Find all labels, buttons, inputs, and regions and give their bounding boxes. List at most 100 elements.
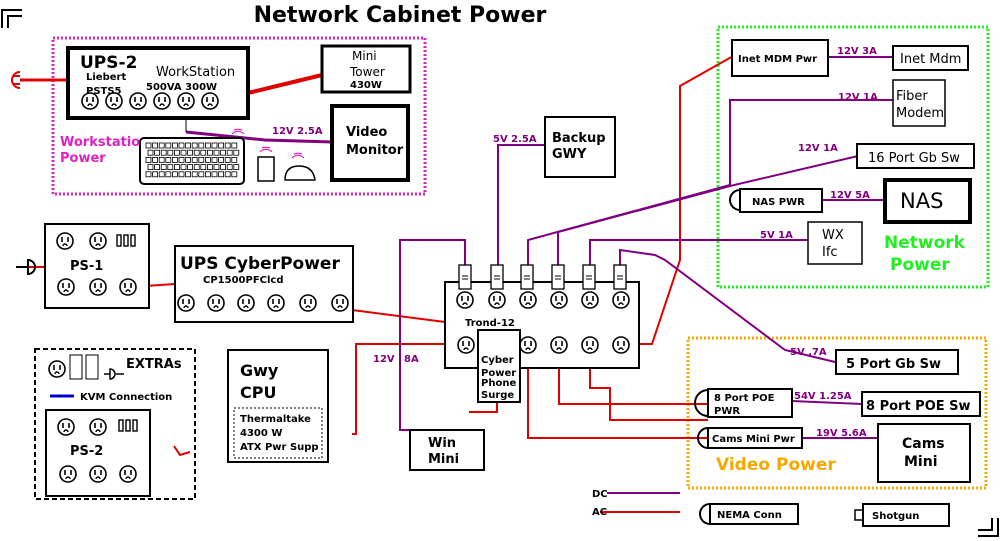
wx-feed-label: 5V 1A: [760, 230, 793, 241]
outlet-icon: [48, 360, 66, 378]
workstation-power-label-2: Power: [60, 151, 106, 166]
gb5-feed-label: 5V .7A: [790, 347, 827, 358]
extras-title: EXTRAs: [126, 357, 182, 372]
fiber-feed-label: 12V 1A: [838, 92, 878, 103]
outlet-icon: [299, 294, 317, 312]
nema-conn-label: NEMA Conn: [717, 510, 782, 521]
win-mini-label: Win: [428, 436, 456, 451]
outlet-icon: [119, 278, 137, 296]
outlet-icon: [550, 336, 568, 354]
inet-mdm: Inet Mdm: [892, 45, 969, 71]
outlet-icon: [457, 336, 475, 354]
5-port-gb-switch: 5 Port Gb Sw: [835, 349, 959, 375]
mini-tower: Mini Tower 430W: [320, 44, 412, 94]
ups-2-rating: 500VA 300W: [146, 82, 217, 93]
16-port-gb-switch-label: 16 Port Gb Sw: [868, 151, 960, 166]
nas-label: NAS: [900, 189, 943, 213]
video-power-group: [686, 336, 988, 490]
surge-label: Cyber: [481, 355, 514, 366]
dc-plug-icon: [16, 258, 36, 276]
nas-pwr-label: NAS PWR: [752, 197, 805, 208]
legend-dc-label: DC: [592, 489, 608, 500]
outlet-icon: [129, 92, 147, 110]
16-port-gb-switch: 16 Port Gb Sw: [856, 143, 975, 169]
mini-tower-label: Mini: [352, 49, 377, 63]
monitor-feed-label: 12V 2.5A: [272, 126, 323, 137]
dc-adapters: [458, 264, 627, 290]
wx-ifc-label: WX: [822, 228, 844, 243]
wx-ifc-label-2: Ifc: [822, 245, 838, 260]
video-power-label: Video Power: [716, 455, 836, 475]
fiber-modem-label: Fiber: [896, 89, 928, 104]
trond-12-power-strip: Trond-12 Cyber Power Phone Surge: [444, 264, 640, 403]
ups-2-label: WorkStation: [156, 65, 235, 80]
backup-gwy: Backup GWY: [544, 116, 616, 178]
inet-mdm-pwr: Inet MDM Pwr: [731, 39, 829, 77]
cams-mini-label-2: Mini: [904, 454, 938, 470]
ups-2-model-2: PSTS5: [86, 86, 122, 97]
outlet-icon: [81, 92, 99, 110]
fiber-modem-label-2: Modem: [896, 106, 944, 121]
outlet-icon: [119, 465, 137, 483]
outlet-icon: [207, 294, 225, 312]
ps-2-name: PS-2: [70, 444, 103, 459]
surge-label-3: Phone: [481, 378, 516, 389]
ups-2-name: UPS-2: [80, 53, 137, 73]
diagram-title: Network Cabinet Power: [254, 3, 547, 28]
video-monitor-label-2: Monitor: [346, 143, 404, 158]
backup-gwy-feed-label: 5V 2.5A: [493, 134, 537, 145]
ups-cyberpower-outlets: [177, 294, 349, 312]
outlet-icon: [550, 291, 568, 309]
cams-mini: Cams Mini: [877, 423, 971, 483]
gwy-cpu: Gwy CPU Thermaltake 4300 W ATX Pwr Supp: [227, 349, 329, 463]
feed-8a-label: 8A: [404, 354, 419, 365]
ups-cyberpower-model: CP1500PFClcd: [203, 275, 284, 286]
8-port-poe-switch-label: 8 Port POE Sw: [866, 399, 971, 414]
surge-label-2: Power: [481, 368, 516, 379]
outlet-icon: [612, 336, 630, 354]
outlet-icon: [612, 291, 630, 309]
outlet-icon: [581, 291, 599, 309]
outlet-icon: [153, 92, 171, 110]
ups-cyberpower: UPS CyberPower CP1500PFClcd: [174, 245, 354, 323]
ups-2: UPS-2 Liebert PSTS5 WorkStation 500VA 30…: [66, 46, 250, 120]
outlet-icon: [456, 291, 474, 309]
mouse-icon: [284, 152, 316, 181]
outlet-icon: [89, 232, 107, 250]
network-power-label-2: Power: [890, 255, 950, 275]
backup-gwy-label: Backup: [552, 131, 606, 146]
extras-group: [34, 348, 196, 500]
legend-ac-label: AC: [592, 507, 607, 518]
fiber-modem: Fiber Modem: [892, 79, 946, 127]
feed-12v-label: 12V: [373, 354, 395, 365]
dc-adapter-icon: [458, 264, 472, 290]
extras: EXTRAs KVM Connection PS-2: [45, 354, 182, 497]
ps-1-outlets: [56, 232, 137, 296]
network-power-label: Network: [884, 233, 966, 253]
ups-2-outlets: [81, 92, 219, 110]
outlet-icon: [177, 92, 195, 110]
outlet-icon: [237, 294, 255, 312]
dc-adapter-icon: [551, 264, 565, 290]
outlet-icon: [519, 336, 537, 354]
ac-plug-icon: [11, 71, 21, 89]
legend-nema-conn: NEMA Conn: [699, 503, 799, 525]
inet-feed-label: 12V 3A: [837, 46, 877, 57]
inet-mdm-label: Inet Mdm: [900, 52, 961, 67]
outlet-icon: [89, 278, 107, 296]
dc-adapter-icon: [613, 264, 627, 290]
outlet-icon: [488, 291, 506, 309]
outlet-icon: [56, 232, 74, 250]
ac-wires: [20, 54, 736, 513]
backup-gwy-label-2: GWY: [552, 147, 587, 162]
wx-ifc: WX Ifc: [807, 221, 863, 265]
network-power-group: [716, 25, 990, 289]
nas: NAS: [883, 178, 972, 224]
wireless-signal-icon: [231, 128, 245, 135]
outlet-icon: [177, 294, 195, 312]
cams-mini-label: Cams: [902, 436, 945, 452]
outlet-icon: [89, 418, 107, 436]
outlet-icon: [519, 291, 537, 309]
psu-wattage: 4300 W: [240, 428, 282, 439]
